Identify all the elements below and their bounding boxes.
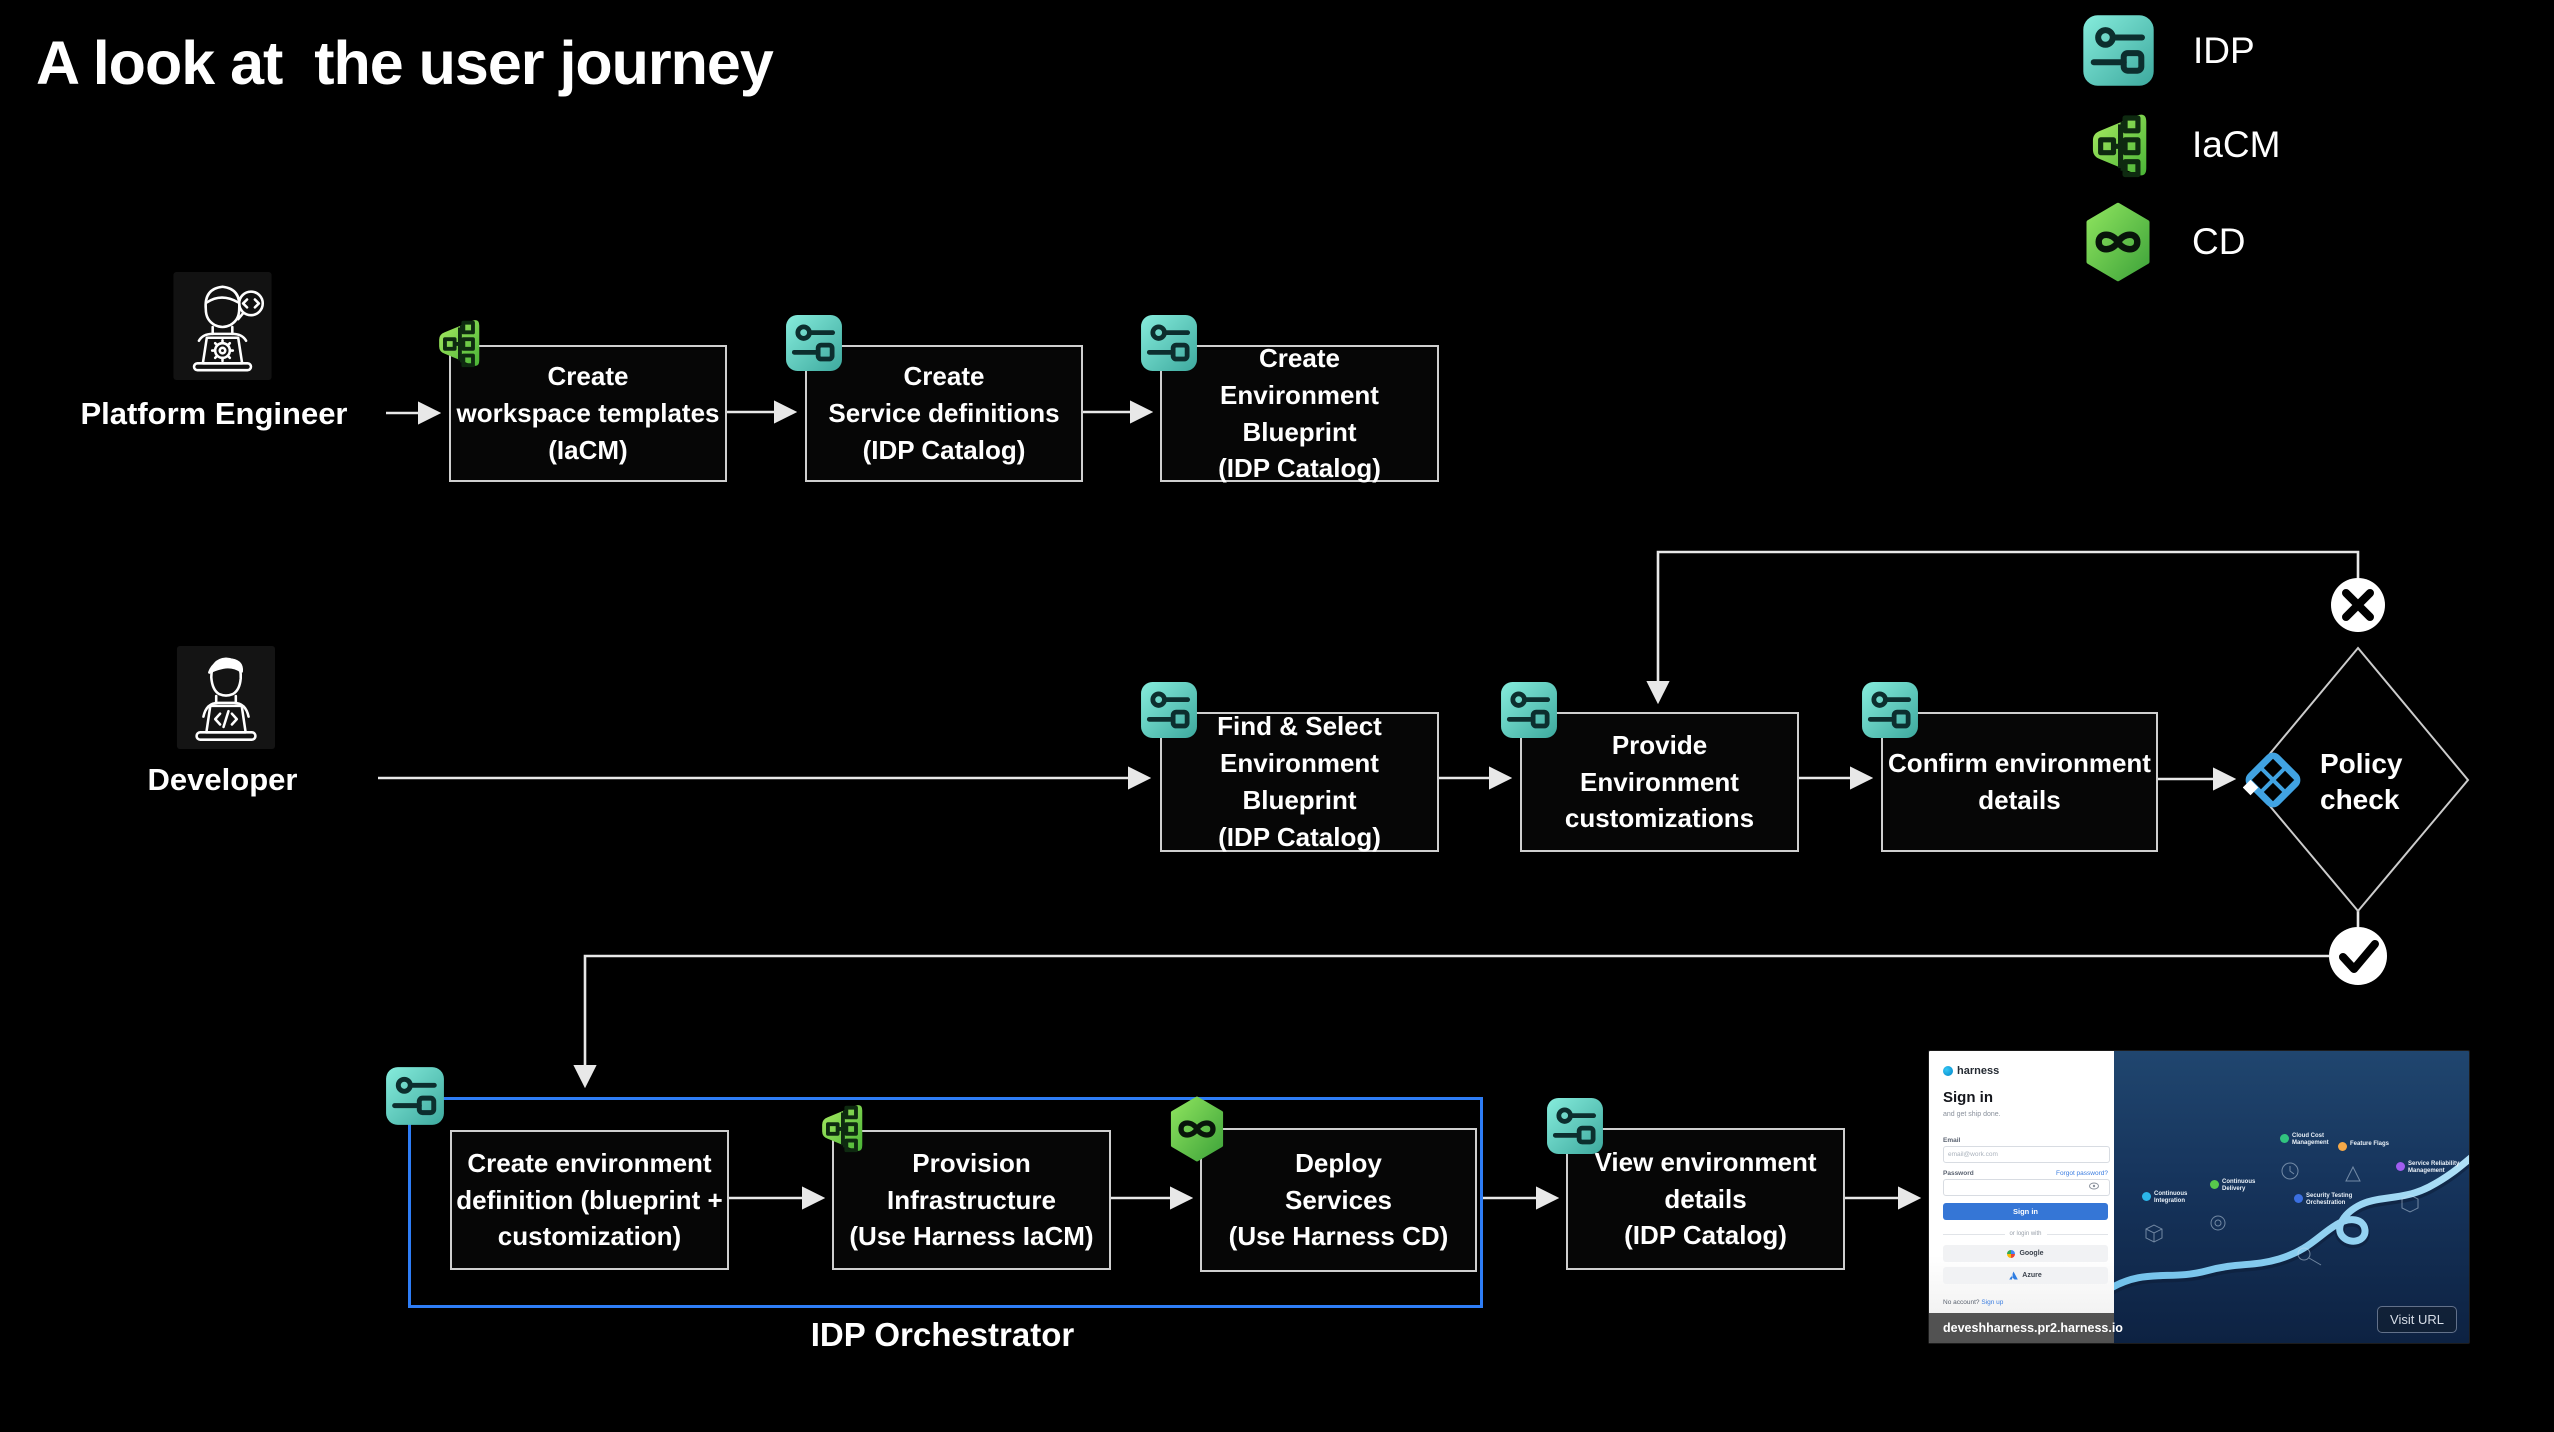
password-field[interactable] xyxy=(1943,1179,2110,1196)
password-label: Password xyxy=(1943,1170,1974,1177)
module-continuous-integration: Continuous Integration xyxy=(2142,1191,2187,1205)
policy-check-label: Policy check xyxy=(2320,748,2403,816)
flow-box-create-environment-blueprint: Create Environment Blueprint (IDP Catalo… xyxy=(1160,345,1439,483)
legend-label: CD xyxy=(2192,221,2246,262)
developer-avatar-icon xyxy=(176,646,276,749)
module-feature-flags: Feature Flags xyxy=(2338,1141,2389,1151)
idp-icon xyxy=(785,314,843,372)
ci-icon xyxy=(2142,1192,2151,1201)
idp-icon xyxy=(1500,681,1558,739)
check-icon xyxy=(2339,940,2379,973)
module-cloud-cost-management: Cloud Cost Management xyxy=(2280,1133,2329,1147)
signup-link[interactable]: Sign up xyxy=(1981,1299,2004,1306)
signin-panel: harness Sign in and get ship done. Email… xyxy=(1929,1051,2123,1343)
flow-box-create-workspace-templates: Create workspace templates (IaCM) xyxy=(449,345,727,482)
flow-box-deploy-services: Deploy Services (Use Harness CD) xyxy=(1200,1128,1477,1272)
flow-box-provide-customizations: Provide Environment customizations xyxy=(1520,712,1799,852)
policy-check-icon xyxy=(2243,750,2303,810)
harness-logo-icon xyxy=(1943,1066,1953,1076)
visit-url-button[interactable]: Visit URL xyxy=(2377,1306,2457,1333)
module-security-testing: Security Testing Orchestration xyxy=(2294,1193,2352,1207)
legend-item-iacm: IaCM xyxy=(2082,106,2280,184)
fail-badge xyxy=(2331,578,2385,632)
legend-label: IaCM xyxy=(2192,124,2281,165)
preview-url: deveshharness.pr2.harness.io xyxy=(1943,1321,2123,1335)
google-signin-button[interactable]: Google xyxy=(1943,1245,2108,1262)
cd-module-icon xyxy=(2210,1180,2219,1189)
ff-icon xyxy=(2338,1142,2347,1151)
email-label: Email xyxy=(1943,1137,1961,1144)
signin-heading: Sign in xyxy=(1943,1089,1993,1106)
page-title: A look at the user journey xyxy=(36,29,774,97)
journey-road-graphic xyxy=(2102,1154,2469,1298)
flow-box-provision-infrastructure: Provision Infrastructure (Use Harness Ia… xyxy=(832,1130,1111,1270)
legend-label: IDP xyxy=(2193,29,2255,71)
idp-icon xyxy=(2082,14,2155,87)
signin-subheading: and get ship done. xyxy=(1943,1111,2001,1118)
legend-item-cd: CD xyxy=(2082,202,2245,282)
idp-icon xyxy=(385,1066,445,1126)
idp-icon xyxy=(1546,1097,1604,1155)
developer-label: Developer xyxy=(147,762,298,797)
password-eye-icon[interactable] xyxy=(2089,1182,2099,1190)
email-field[interactable] xyxy=(1943,1146,2110,1163)
idp-icon xyxy=(1140,314,1198,372)
azure-icon xyxy=(2009,1271,2019,1280)
pass-badge xyxy=(2329,927,2387,985)
module-continuous-delivery: Continuous Delivery xyxy=(2210,1179,2255,1193)
module-service-reliability: Service Reliability Management xyxy=(2396,1161,2459,1175)
preview-hero-panel: Continuous Integration Continuous Delive… xyxy=(2102,1051,2469,1343)
platform-engineer-label: Platform Engineer xyxy=(80,396,348,431)
platform-engineer-avatar-icon xyxy=(172,272,273,380)
google-icon xyxy=(2007,1249,2016,1258)
srm-icon xyxy=(2396,1162,2405,1171)
flow-box-find-select-blueprint: Find & Select Environment Blueprint (IDP… xyxy=(1160,712,1439,852)
harness-signin-preview: Continuous Integration Continuous Delive… xyxy=(1928,1050,2470,1344)
harness-logo: harness xyxy=(1943,1065,1999,1077)
flow-box-create-environment-definition: Create environment definition (blueprint… xyxy=(450,1130,729,1270)
azure-signin-button[interactable]: Azure xyxy=(1943,1267,2108,1284)
cd-icon xyxy=(2082,202,2154,282)
idp-orchestrator-container xyxy=(408,1097,1483,1308)
flow-box-confirm-environment-details: Confirm environment details xyxy=(1881,712,2158,852)
policy-fail-path xyxy=(1646,550,2360,705)
idp-orchestrator-label: IDP Orchestrator xyxy=(810,1316,1075,1353)
iacm-icon xyxy=(429,314,487,372)
flow-box-view-environment-details: View environment details (IDP Catalog) xyxy=(1566,1128,1845,1270)
iacm-icon xyxy=(2082,106,2154,184)
oauth-divider: or login with xyxy=(1943,1231,2108,1237)
x-icon xyxy=(2342,589,2374,621)
ccm-icon xyxy=(2280,1134,2289,1143)
flow-box-create-service-definitions: Create Service definitions (IDP Catalog) xyxy=(805,345,1083,482)
no-account-text: No account? Sign up xyxy=(1943,1299,2004,1306)
forgot-password-link[interactable]: Forgot password? xyxy=(2055,1170,2108,1177)
idp-icon xyxy=(1140,681,1198,739)
url-bar: deveshharness.pr2.harness.io xyxy=(1929,1313,2123,1343)
idp-icon xyxy=(1861,681,1919,739)
iacm-icon xyxy=(812,1099,870,1157)
legend-item-idp: IDP xyxy=(2082,14,2255,87)
signin-button[interactable]: Sign in xyxy=(1943,1203,2108,1220)
sto-icon xyxy=(2294,1194,2303,1203)
cd-icon xyxy=(1166,1096,1228,1162)
